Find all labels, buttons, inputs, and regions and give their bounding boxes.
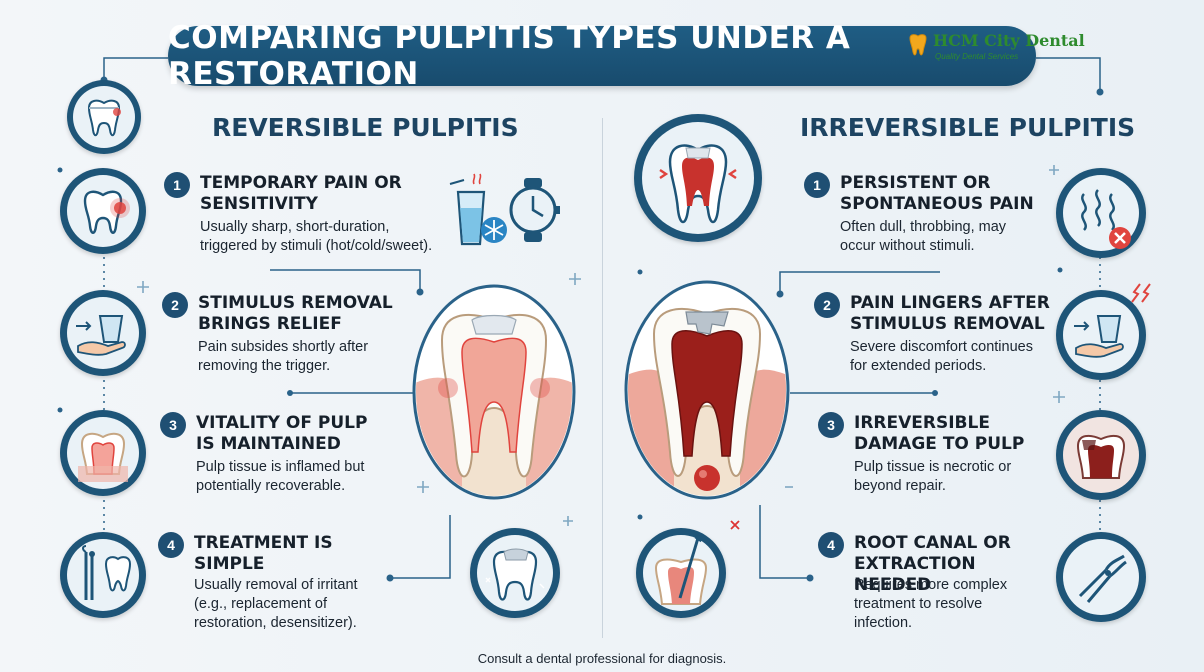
- column-divider: [602, 118, 603, 638]
- item-heading: PAIN LINGERS AFTER STIMULUS REMOVAL: [850, 293, 1050, 334]
- pain-waves-icon: [1056, 168, 1146, 258]
- item-number-badge: 1: [804, 172, 830, 198]
- page-title: COMPARING PULPITIS TYPES UNDER A RESTORA…: [168, 20, 851, 92]
- irreversible-title: IRREVERSIBLE PULPITIS: [800, 113, 1136, 142]
- irreversible-item-3: 3 IRREVERSIBLE DAMAGE TO PULP Pulp tissu…: [818, 412, 1054, 502]
- item-heading: STIMULUS REMOVAL BRINGS RELIEF: [198, 293, 393, 334]
- extraction-forceps-icon: [1056, 532, 1146, 622]
- item-description: Usually removal of irritant (e.g., repla…: [194, 577, 358, 631]
- pain-spark-icon: [1131, 283, 1151, 303]
- tooth-sensitivity-icon: [60, 168, 146, 254]
- item-description: Severe discomfort continues for extended…: [850, 339, 1033, 374]
- irreversible-tooth-illustration: [624, 280, 790, 502]
- dental-tools-icon: [60, 532, 146, 618]
- inflamed-tooth-icon: [634, 114, 762, 242]
- brand-tagline: Quality Dental Services: [935, 52, 1019, 61]
- item-description: Requires more complex treatment to resol…: [854, 577, 1008, 631]
- irreversible-item-4: 4 ROOT CANAL OR EXTRACTION NEEDED Requir…: [818, 532, 1054, 632]
- item-number-badge: 1: [164, 172, 190, 198]
- item-description: Pulp tissue is necrotic or beyond repair…: [854, 459, 1012, 494]
- item-number-badge: 3: [818, 412, 844, 438]
- item-number-badge: 2: [814, 292, 840, 318]
- title-banner: COMPARING PULPITIS TYPES UNDER A RESTORA…: [168, 20, 1036, 92]
- root-canal-file-icon: [636, 528, 726, 618]
- tooth-cross-section-icon: [60, 410, 146, 496]
- tooth-filling-icon: [67, 80, 141, 154]
- tooth-logo-icon: [909, 34, 927, 56]
- brand-name: HCM City Dental: [933, 31, 1085, 50]
- item-heading: IRREVERSIBLE DAMAGE TO PULP: [854, 413, 1025, 454]
- reversible-item-2: 2 STIMULUS REMOVAL BRINGS RELIEF Pain su…: [162, 292, 412, 382]
- hand-cup-lingering-icon: [1056, 290, 1146, 380]
- footer-note: Consult a dental professional for diagno…: [477, 651, 727, 666]
- necrotic-tooth-icon: [1056, 410, 1146, 500]
- hand-cup-icon: [60, 290, 146, 376]
- restored-tooth-icon: [470, 528, 560, 618]
- reversible-item-3: 3 VITALITY OF PULP IS MAINTAINED Pulp ti…: [160, 412, 410, 502]
- item-number-badge: 4: [818, 532, 844, 558]
- reversible-title: REVERSIBLE PULPITIS: [212, 113, 519, 142]
- item-heading: TREATMENT IS SIMPLE: [194, 533, 333, 574]
- item-heading: TEMPORARY PAIN OR SENSITIVITY: [200, 173, 402, 214]
- item-description: Usually sharp, short-duration, triggered…: [200, 219, 433, 254]
- irreversible-item-2: 2 PAIN LINGERS AFTER STIMULUS REMOVAL Se…: [814, 292, 1059, 382]
- reversible-item-1: 1 TEMPORARY PAIN OR SENSITIVITY Usually …: [164, 172, 464, 262]
- item-description: Pain subsides shortly after removing the…: [198, 339, 369, 374]
- item-number-badge: 3: [160, 412, 186, 438]
- reversible-tooth-illustration: [412, 284, 576, 500]
- item-number-badge: 2: [162, 292, 188, 318]
- brand-logo: HCM City Dental Quality Dental Services: [905, 30, 1085, 66]
- cold-drink-watch-icon: [449, 173, 560, 246]
- item-heading: ROOT CANAL OR EXTRACTION NEEDED: [854, 533, 1011, 595]
- item-heading: PERSISTENT OR SPONTANEOUS PAIN: [840, 173, 1034, 214]
- reversible-item-4: 4 TREATMENT IS SIMPLE Usually removal of…: [158, 532, 408, 632]
- irreversible-item-1: 1 PERSISTENT OR SPONTANEOUS PAIN Often d…: [804, 172, 1054, 262]
- item-description: Often dull, throbbing, may occur without…: [840, 219, 1007, 254]
- item-heading: VITALITY OF PULP IS MAINTAINED: [196, 413, 368, 454]
- item-number-badge: 4: [158, 532, 184, 558]
- item-description: Pulp tissue is inflamed but potentially …: [196, 459, 365, 494]
